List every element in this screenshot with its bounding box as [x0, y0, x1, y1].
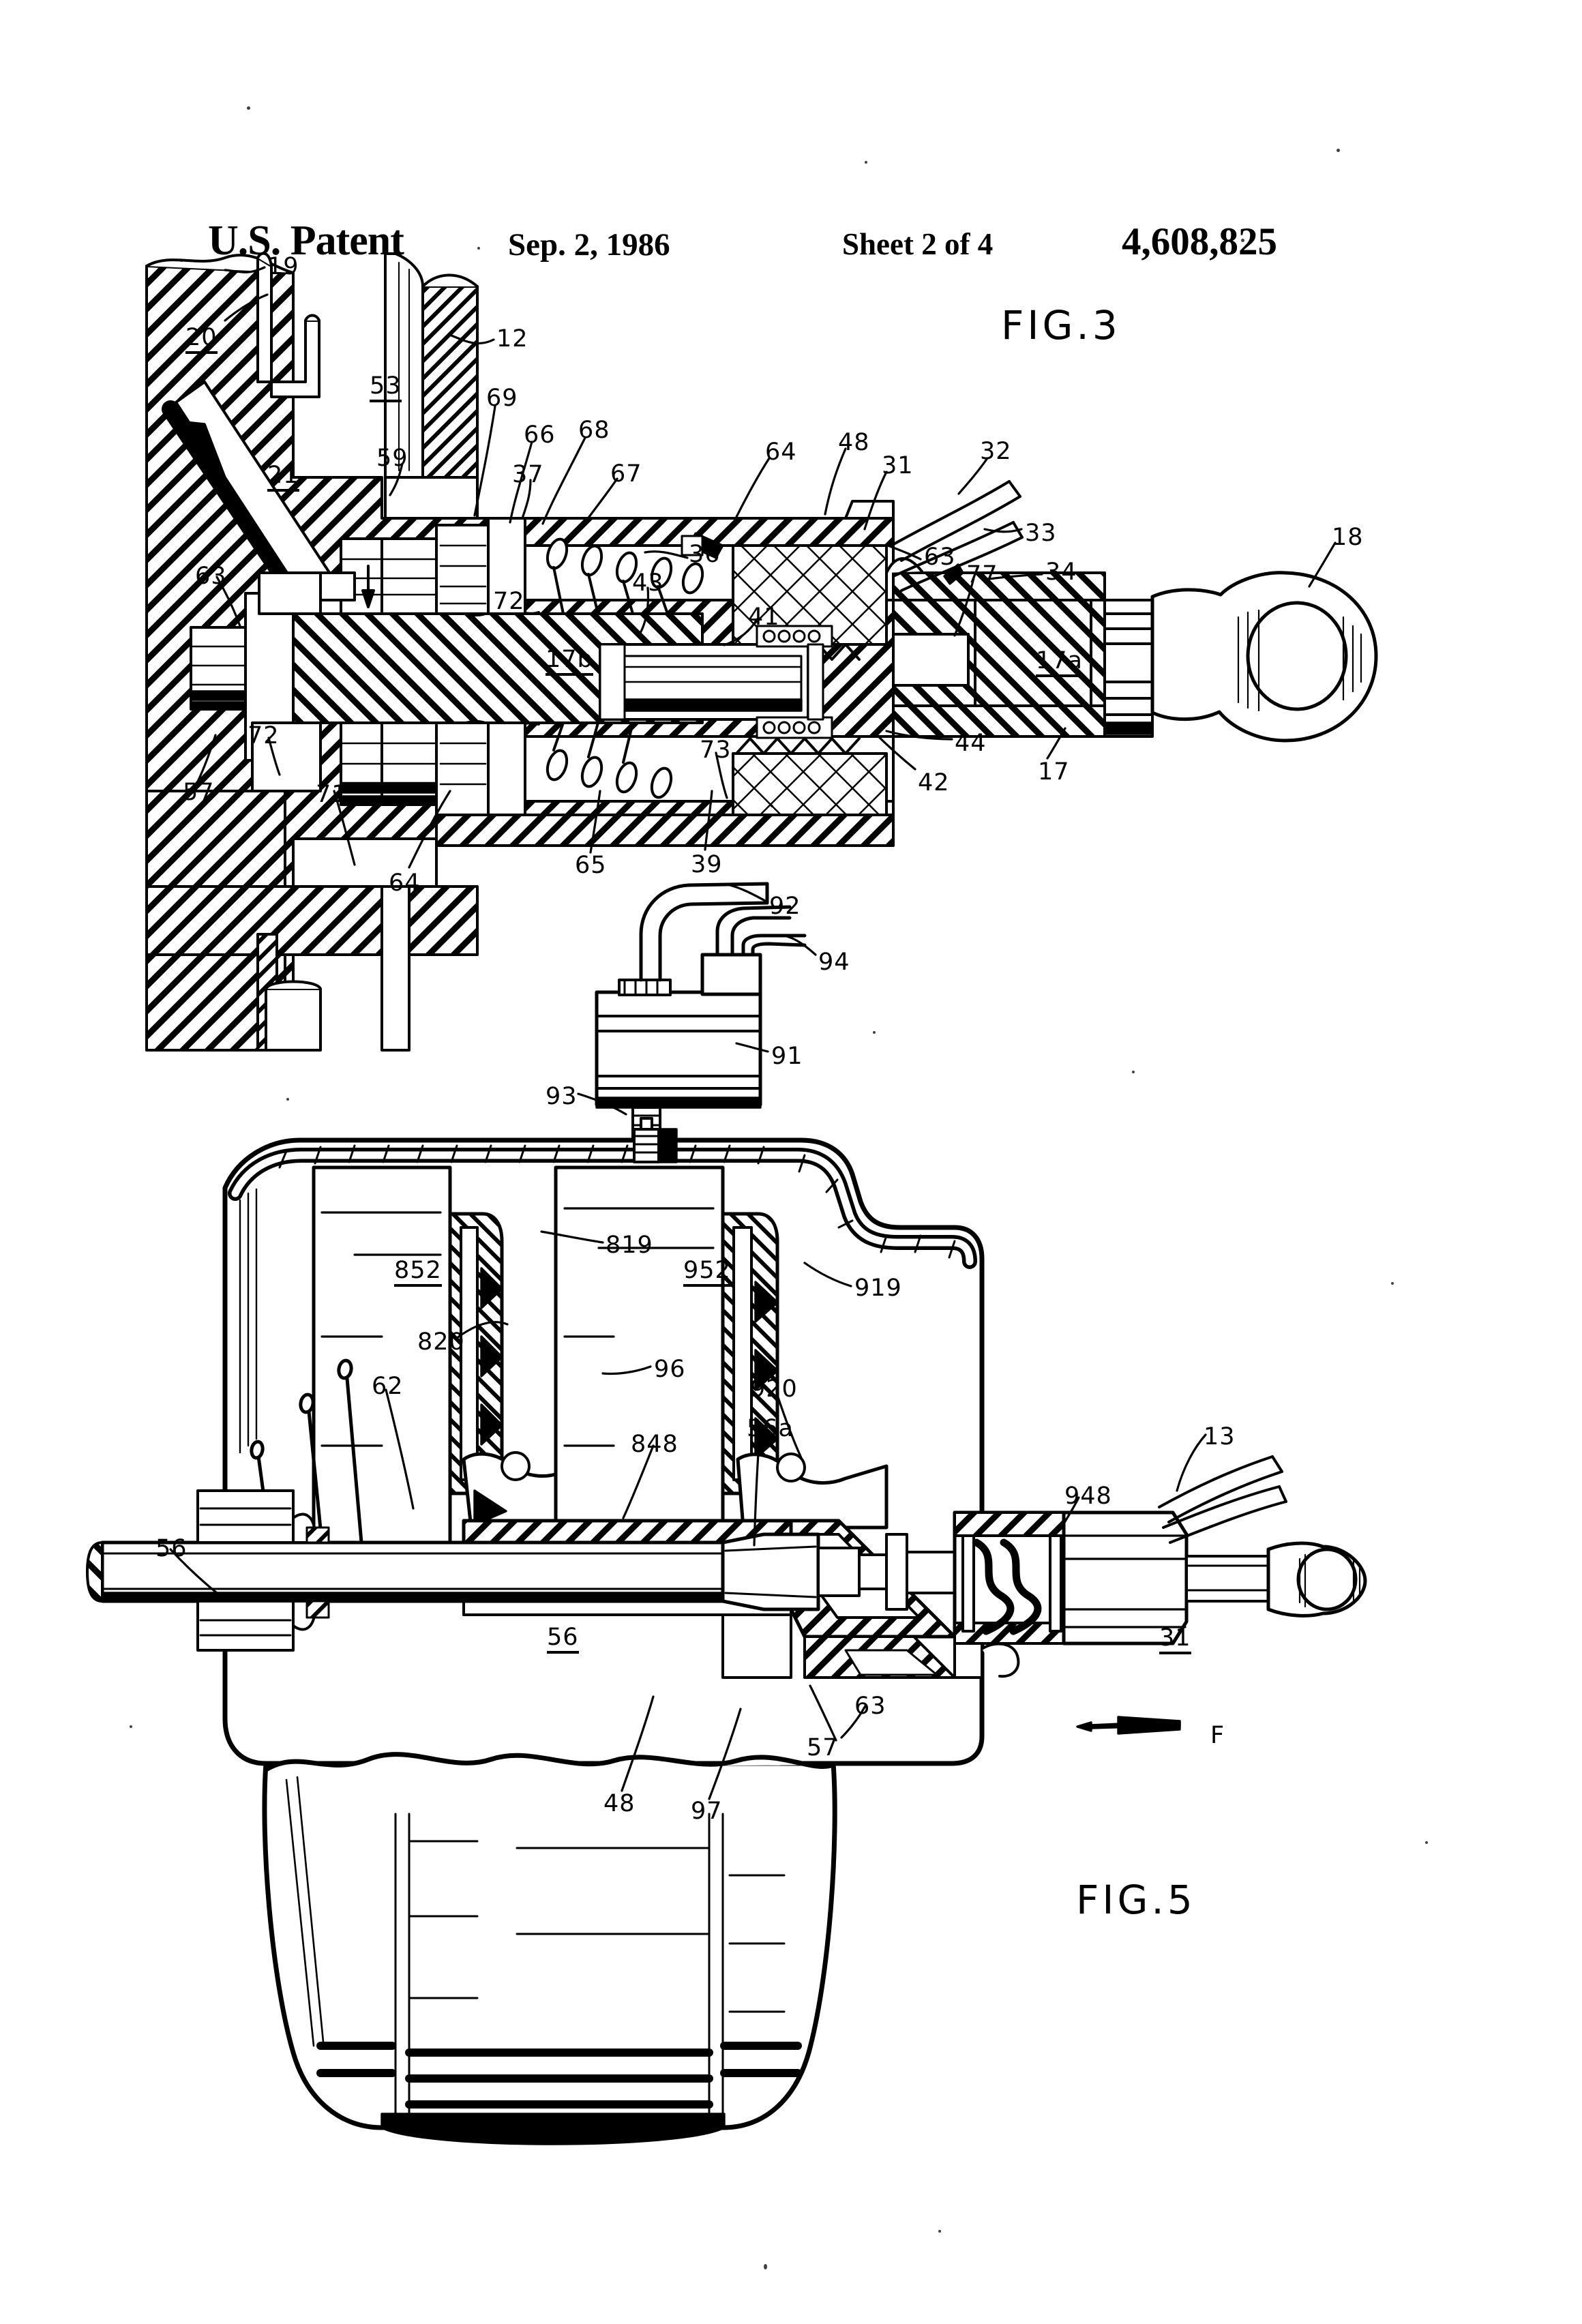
ref-numeral-39: 39: [691, 851, 723, 878]
scan-speck: [771, 805, 773, 807]
ref-numeral-17: 17: [1038, 758, 1070, 786]
ref-numeral-42: 42: [918, 769, 950, 796]
ref-numeral-63: 63: [195, 563, 227, 590]
scan-speck: [286, 1098, 289, 1101]
sheet-number: Sheet 2 of 4: [842, 227, 994, 261]
ref-numeral-920: 920: [750, 1375, 798, 1403]
ref-numeral-852: 852: [394, 1259, 442, 1287]
solenoid-valve-unit: [595, 882, 807, 1177]
patent-header: U.S. Patent Sep. 2, 1986 Sheet 2 of 4 4,…: [0, 109, 1582, 264]
ref-numeral-820: 820: [417, 1328, 465, 1356]
ref-numeral-56: 56: [547, 1626, 579, 1654]
scan-speck: [1337, 149, 1340, 152]
scan-speck: [764, 2264, 767, 2269]
ref-numeral-48: 48: [603, 1790, 636, 1817]
fig3-assembly: [145, 252, 1378, 1052]
ref-numeral-56: 56: [155, 1535, 188, 1562]
ref-numeral-77: 77: [966, 561, 998, 589]
ref-numeral-48: 48: [838, 429, 870, 456]
ref-numeral-36: 36: [689, 541, 721, 568]
scan-speck: [1132, 1071, 1135, 1073]
patent-date: Sep. 2, 1986: [508, 227, 670, 263]
ref-numeral-66: 66: [524, 421, 556, 449]
patent-office-title: U.S. Patent: [208, 218, 404, 264]
ref-numeral-91: 91: [771, 1043, 803, 1070]
ref-numeral-63: 63: [924, 543, 956, 571]
ref-numeral-33: 33: [1025, 520, 1057, 547]
ref-numeral-848: 848: [631, 1431, 678, 1458]
figure-caption-fig5: FIG.5: [1076, 1877, 1196, 1923]
ref-numeral-69: 69: [486, 385, 518, 412]
ref-numeral-952: 952: [683, 1259, 731, 1287]
force-arrow-F: [1076, 1716, 1181, 1735]
ref-numeral-65: 65: [575, 852, 607, 879]
ref-numeral-63: 63: [854, 1693, 886, 1720]
ref-numeral-f: F: [1210, 1722, 1225, 1749]
ref-numeral-68: 68: [578, 417, 610, 444]
ref-numeral-43: 43: [632, 569, 664, 597]
scan-speck: [247, 106, 250, 110]
ref-numeral-12: 12: [496, 325, 528, 353]
ref-numeral-72: 72: [248, 722, 280, 749]
ref-numeral-31: 31: [1159, 1626, 1191, 1654]
ref-numeral-13: 13: [1204, 1423, 1236, 1450]
ref-numeral-71: 71: [316, 781, 348, 808]
ref-numeral-32: 32: [980, 438, 1012, 465]
ref-numeral-92: 92: [769, 893, 801, 920]
ref-numeral-93: 93: [546, 1083, 578, 1110]
scan-speck: [873, 1031, 876, 1034]
ref-numeral-819: 819: [606, 1232, 653, 1259]
scan-speck: [1391, 1282, 1394, 1285]
scan-speck: [477, 247, 480, 250]
ref-numeral-57: 57: [183, 779, 215, 806]
scan-speck: [1241, 239, 1244, 242]
ref-numeral-34: 34: [1045, 558, 1077, 586]
scan-speck: [1425, 1841, 1428, 1844]
ref-numeral-62: 62: [372, 1373, 404, 1400]
ref-numeral-19: 19: [267, 253, 299, 280]
ref-numeral-37: 37: [512, 461, 544, 488]
ref-numeral-64: 64: [765, 438, 797, 466]
ref-numeral-20: 20: [185, 326, 218, 354]
ref-numeral-919: 919: [854, 1275, 902, 1302]
ref-numeral-44: 44: [955, 730, 987, 757]
ref-numeral-41: 41: [748, 604, 780, 631]
ref-numeral-67: 67: [610, 460, 642, 488]
ref-numeral-64: 64: [389, 869, 421, 897]
ref-numeral-94: 94: [818, 949, 850, 976]
figure-caption-fig3: FIG.3: [1001, 302, 1121, 348]
ref-numeral-53: 53: [370, 374, 402, 402]
ref-numeral-96: 96: [654, 1356, 686, 1383]
ref-numeral-97: 97: [691, 1798, 723, 1825]
ref-numeral-17a: 17a: [1036, 649, 1083, 677]
ref-numeral-17b: 17b: [546, 648, 593, 676]
patent-number: 4,608,825: [1122, 220, 1277, 263]
ref-numeral-948: 948: [1064, 1483, 1112, 1510]
ref-numeral-59: 59: [376, 445, 408, 472]
ref-numeral-56a: 56a: [747, 1415, 794, 1442]
ref-numeral-57: 57: [807, 1734, 839, 1761]
ref-numeral-21: 21: [267, 464, 299, 492]
scan-speck: [865, 161, 867, 164]
ref-numeral-73: 73: [700, 736, 732, 764]
scan-speck: [938, 2230, 941, 2233]
scan-speck: [130, 1725, 132, 1728]
scan-speck: [180, 259, 183, 262]
ref-numeral-18: 18: [1332, 524, 1364, 551]
ref-numeral-72: 72: [493, 588, 525, 615]
ref-numeral-31: 31: [882, 452, 914, 479]
